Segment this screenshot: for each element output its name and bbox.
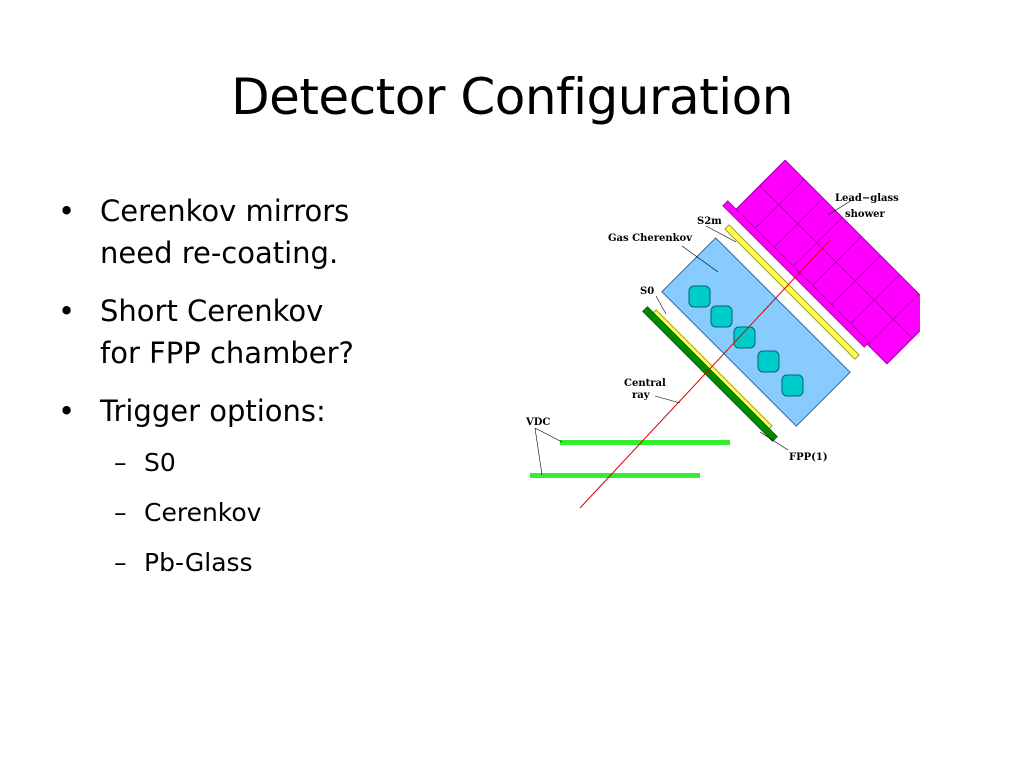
sub-bullet-text: Pb-Glass [144,548,253,577]
vdc-plane-lower [530,473,700,478]
bullet-text: Trigger options: [100,390,438,432]
detector-diagram: Lead−glass shower S2m Gas Cherenkov S0 C… [525,160,920,509]
mirror [710,305,733,328]
sub-bullet-marker: – [114,498,127,527]
bullet-text: Short Cerenkov for FPP chamber? [100,290,438,374]
magenta-bar [722,200,870,348]
bullet-marker: • [58,294,76,328]
slide-title: Detector Configuration [231,68,793,126]
label-leader-lines [534,199,853,476]
mirror [688,285,711,308]
label-fpp: FPP(1) [789,452,828,463]
sub-bullet-text: S0 [144,448,176,477]
mirror [733,326,756,349]
bullet-text: Cerenkov mirrors need re-coating. [100,190,438,274]
bullet-line: Cerenkov mirrors [100,194,350,228]
fpp-chamber [642,306,778,442]
sub-bullet-item: – Cerenkov [114,498,438,528]
sub-bullet-item: – Pb-Glass [114,548,438,578]
vdc-plane-upper [560,440,730,445]
cherenkov-mirrors [688,285,804,397]
label-s2m: S2m [697,216,722,227]
bullet-item: • Trigger options: [58,390,438,432]
bullet-line: need re-coating. [100,236,339,270]
sub-bullet-item: – S0 [114,448,438,478]
sub-bullet-text: Cerenkov [144,498,262,527]
bullet-marker: • [58,194,76,228]
mirror [781,374,804,397]
mirror [757,350,780,373]
bullet-marker: • [58,394,76,428]
label-ray: ray [632,390,651,401]
sub-bullet-marker: – [114,548,127,577]
bullet-item: • Cerenkov mirrors need re-coating. [58,190,438,274]
bullet-line: for FPP chamber? [100,336,354,370]
label-shower: shower [845,209,886,220]
label-vdc: VDC [525,417,550,428]
label-central: Central [624,378,666,389]
bullet-item: • Short Cerenkov for FPP chamber? [58,290,438,374]
bullet-line: Short Cerenkov [100,294,324,328]
sub-bullet-marker: – [114,448,127,477]
lead-glass-cell-lines [752,178,920,346]
central-ray-line [579,239,831,509]
bullet-line: Trigger options: [100,394,326,428]
bullet-list: • Cerenkov mirrors need re-coating. • Sh… [58,190,438,598]
s2m-scintillator [724,224,860,360]
label-s0: S0 [640,286,654,297]
label-gas-cherenkov: Gas Cherenkov [608,233,693,244]
label-lead-glass: Lead−glass [835,193,899,204]
